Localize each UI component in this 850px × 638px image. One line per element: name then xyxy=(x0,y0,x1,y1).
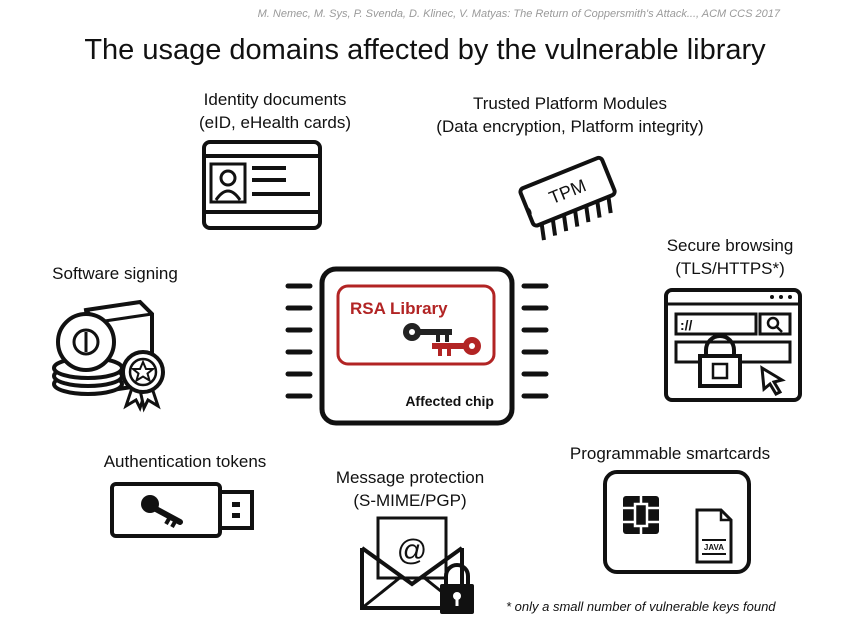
chip-body xyxy=(319,266,515,426)
authentication-tokens-label: Authentication tokens xyxy=(103,452,267,471)
red-key-icon xyxy=(432,337,481,356)
usb-key-icon xyxy=(110,482,254,538)
affected-chip-diagram: RSA Library Affected chip xyxy=(285,266,549,426)
software-signing-icon xyxy=(52,299,165,413)
programmable-smartcards-label: Programmable smartcards xyxy=(569,444,771,463)
java-file-text: JAVA xyxy=(704,543,724,552)
tpm-title: Trusted Platform Modules xyxy=(473,94,667,113)
tpm-subtitle: (Data encryption, Platform integrity) xyxy=(436,117,704,136)
tpm-label: Trusted Platform Modules (Data encryptio… xyxy=(400,92,740,138)
tpm-chip-icon: TPM xyxy=(518,155,617,241)
at-sign-text: @ xyxy=(397,534,427,567)
id-card-icon xyxy=(202,140,322,230)
url-text: :// xyxy=(680,317,693,333)
affected-chip-label: Affected chip xyxy=(405,393,494,409)
identity-documents-label: Identity documents (eID, eHealth cards) xyxy=(155,88,395,134)
secure-browsing-title: Secure browsing xyxy=(666,236,794,255)
citation: M. Nemec, M. Sys, P. Svenda, D. Klinec, … xyxy=(257,8,780,20)
software-signing-label: Software signing xyxy=(52,264,178,283)
message-protection-title: Message protection xyxy=(335,468,485,487)
footnote: * only a small number of vulnerable keys… xyxy=(506,599,776,614)
message-protection-subtitle: (S-MIME/PGP) xyxy=(353,491,467,510)
rsa-library-box xyxy=(336,284,496,366)
smartcard-icon: JAVA xyxy=(603,470,751,574)
secure-browsing-subtitle: (TLS/HTTPS*) xyxy=(675,259,785,278)
envelope-lock-icon: @ xyxy=(360,516,474,614)
chip-pins-left xyxy=(285,283,313,399)
key-icon xyxy=(403,323,452,342)
rsa-library-label: RSA Library xyxy=(350,299,448,318)
identity-documents-title: Identity documents xyxy=(203,90,347,109)
page-title: The usage domains affected by the vulner… xyxy=(84,34,766,66)
browser-lock-icon: :// xyxy=(664,288,802,402)
chip-pins-right xyxy=(521,283,549,399)
message-protection-label: Message protection (S-MIME/PGP) xyxy=(315,466,505,512)
identity-documents-subtitle: (eID, eHealth cards) xyxy=(198,113,352,132)
secure-browsing-label: Secure browsing (TLS/HTTPS*) xyxy=(645,234,815,280)
